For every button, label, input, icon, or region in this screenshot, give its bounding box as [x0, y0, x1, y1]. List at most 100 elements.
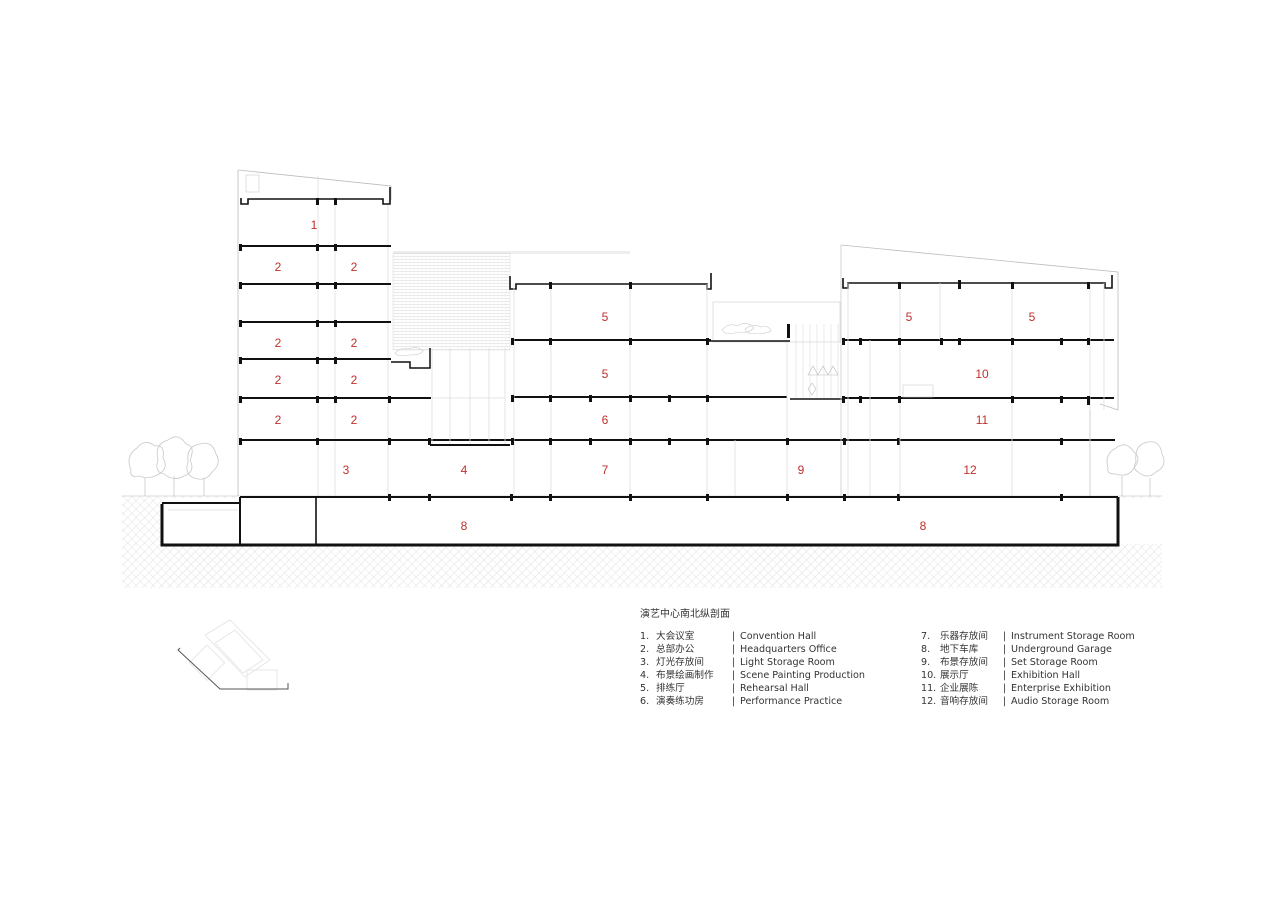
- room-label: 2: [351, 373, 358, 387]
- room-label: 2: [275, 373, 282, 387]
- legend-separator: |: [1002, 670, 1007, 681]
- room-label: 2: [275, 260, 282, 274]
- legend-zh: 演奏练功房: [656, 696, 704, 707]
- legend-zh: 乐器存放间: [939, 631, 988, 642]
- legend-separator: |: [1002, 683, 1007, 694]
- legend-separator: |: [732, 683, 736, 694]
- room-label: 5: [602, 367, 609, 381]
- legend-column-1: 1.大会议室|Convention Hall 2.总部办公|Headquarte…: [640, 630, 865, 708]
- tree-group-right: [1106, 441, 1165, 496]
- legend-item: 12.音响存放间 |Audio Storage Room: [921, 695, 1135, 708]
- legend-item: 9. 布景存放间 |Set Storage Room: [921, 656, 1135, 669]
- legend-zh: 排练厅: [656, 683, 685, 694]
- legend-en: Light Storage Room: [740, 657, 835, 668]
- room-label: 2: [351, 260, 358, 274]
- legend-en: Set Storage Room: [1010, 657, 1098, 668]
- legend-number: 5.: [640, 683, 650, 694]
- legend-zh: 大会议室: [656, 631, 695, 642]
- legend-separator: |: [732, 644, 736, 655]
- room-label: 2: [351, 413, 358, 427]
- middle-block: [388, 273, 1115, 501]
- legend-number: 4.: [640, 670, 650, 681]
- room-label: 2: [351, 336, 358, 350]
- legend-en: Convention Hall: [740, 631, 817, 642]
- legend-item: 3. 灯光存放间 | Light Storage Room: [640, 656, 865, 669]
- legend-item: 10.展示厅 |Exhibition Hall: [921, 669, 1135, 682]
- legend-number: 7.: [920, 631, 931, 642]
- legend-item: 4. 布景绘画制作 | Scene Painting Production: [640, 669, 865, 682]
- legend-separator: |: [1002, 696, 1007, 707]
- room-label: 3: [343, 463, 350, 477]
- room-label: 2: [275, 413, 282, 427]
- legend-number: 12.: [920, 696, 937, 707]
- room-label: 2: [275, 336, 282, 350]
- legend-number: 9.: [920, 657, 931, 668]
- legend-column-2: 7.乐器存放间|Instrument Storage Room 8.地下车库|U…: [921, 630, 1135, 708]
- room-label: 6: [602, 413, 609, 427]
- planter-shrub-icon: [394, 347, 424, 356]
- room-label: 12: [963, 463, 977, 477]
- room-label: 9: [798, 463, 805, 477]
- legend-zh: 展示厅: [939, 670, 969, 681]
- legend-item: 6. 演奏练功房 | Performance Practice: [640, 695, 865, 708]
- legend-item: 8. 地下车库 |Underground Garage: [921, 643, 1135, 656]
- legend-zh: 灯光存放间: [656, 657, 704, 668]
- legend-number: 11.: [920, 683, 937, 694]
- legend-en: Enterprise Exhibition: [1010, 683, 1111, 694]
- legend-number: 2.: [640, 644, 650, 655]
- legend-zh: 总部办公: [656, 644, 695, 655]
- legend-en: Exhibition Hall: [1010, 670, 1081, 681]
- legend-zh: 地下车库: [939, 644, 979, 655]
- roof-terrace: [709, 301, 843, 400]
- room-label: 5: [1029, 310, 1036, 324]
- louver-panel: [392, 252, 511, 351]
- louver-screen: [393, 251, 630, 254]
- legend-item: 1. 大会议室 | Convention Hall: [640, 630, 865, 643]
- legend-zh: 布景存放间: [939, 657, 988, 668]
- basement-garage: [160, 496, 1280, 547]
- tower-left: [237, 169, 508, 496]
- legend-en: Performance Practice: [740, 696, 843, 707]
- legend-number: 10.: [920, 670, 937, 681]
- legend-en: Audio Storage Room: [1010, 696, 1110, 707]
- legend-separator: |: [1002, 644, 1007, 655]
- legend-en: Scene Painting Production: [740, 670, 865, 681]
- legend-number: 8.: [920, 644, 931, 655]
- atrium-void: [431, 348, 506, 445]
- legend-en: Instrument Storage Room: [1010, 631, 1135, 642]
- legend-zh: 音响存放间: [939, 696, 988, 707]
- legend-item: 2.总部办公|Headquarters Office: [640, 643, 865, 656]
- legend-number: 1.: [640, 631, 650, 642]
- legend-zh: 企业展陈: [939, 683, 979, 694]
- room-label: 5: [906, 310, 913, 324]
- section-title: 演艺中心南北纵剖面: [640, 609, 730, 620]
- room-label: 4: [461, 463, 468, 477]
- room-label: 10: [975, 367, 989, 381]
- room-label: 1: [311, 218, 318, 232]
- legend-separator: |: [1002, 657, 1007, 668]
- legend-en: Rehearsal Hall: [740, 683, 809, 694]
- room-label: 5: [602, 310, 609, 324]
- legend: 演艺中心南北纵剖面 1. 大会议室 | Convention Hall 2. 总部办公 |…: [640, 608, 1135, 708]
- tree-group-left: [128, 436, 219, 496]
- room-label: 7: [602, 463, 609, 477]
- legend-item: 7. 乐器存放间 |Instrument Storage Room: [921, 630, 1135, 643]
- legend-number: 3.: [640, 657, 650, 668]
- room-label: 11: [976, 413, 989, 427]
- legend-separator: |: [732, 696, 736, 707]
- room-label: 8: [461, 519, 468, 533]
- room-label: 8: [920, 519, 927, 533]
- legend-item: 11.企业展陈 |Enterprise Exhibition: [921, 682, 1135, 695]
- legend-separator: |: [1002, 631, 1007, 642]
- legend-zh: 布景绘画制作: [656, 670, 714, 681]
- legend-en: Underground Garage: [1010, 644, 1112, 655]
- legend-number: 6.: [640, 696, 650, 707]
- legend-item: 5. 排练厅 | Rehearsal Hall: [640, 682, 865, 695]
- legend-separator: |: [732, 670, 736, 681]
- key-plan-icon: [177, 619, 289, 691]
- right-block: [840, 244, 1119, 496]
- legend-separator: |: [732, 631, 736, 642]
- legend-separator: |: [732, 657, 736, 668]
